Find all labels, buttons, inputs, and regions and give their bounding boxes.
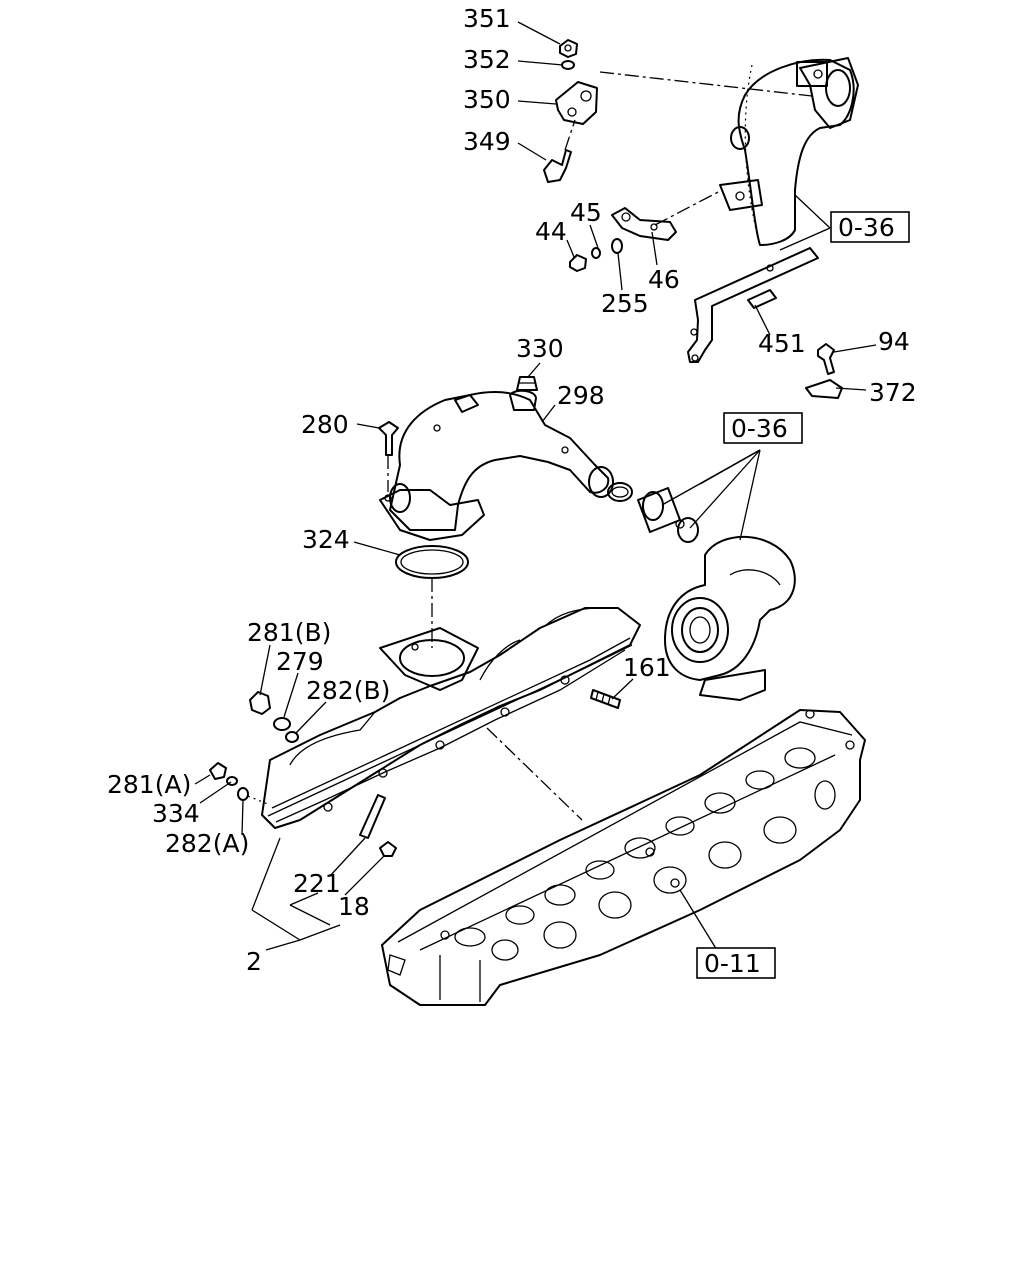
- label-352: 352: [463, 45, 511, 74]
- label-2: 2: [246, 947, 262, 976]
- hose-clamp-left: [607, 482, 633, 502]
- nut-351: [559, 39, 578, 58]
- label-44: 44: [535, 217, 567, 246]
- reference-label-0-36-top: 0-36: [838, 213, 895, 242]
- label-282b: 282(B): [306, 676, 390, 705]
- reference-box-0-36-middle: 0-36: [723, 412, 803, 444]
- label-280: 280: [301, 410, 349, 439]
- hose-connector: [637, 487, 681, 533]
- strip-221: [359, 794, 386, 839]
- stud-161: [590, 689, 621, 709]
- reference-box-0-36-top: 0-36: [830, 211, 910, 243]
- washer-334: [226, 776, 238, 786]
- pin-451: [747, 289, 777, 309]
- label-298: 298: [557, 381, 605, 410]
- reference-label-0-36-middle: 0-36: [731, 414, 788, 443]
- label-324: 324: [302, 525, 350, 554]
- clip-372: [805, 379, 843, 399]
- cylinder-head: [381, 709, 866, 1006]
- leader-lines: [194, 21, 877, 956]
- washer-352: [561, 60, 575, 70]
- support-bracket: [687, 247, 819, 363]
- exhaust-manifold: [261, 607, 641, 829]
- label-330: 330: [516, 334, 564, 363]
- leader-46-to-pipe: [654, 189, 723, 226]
- label-351: 351: [463, 4, 511, 33]
- washer-255: [611, 238, 623, 254]
- leader-349-to-350: [564, 119, 576, 151]
- label-349: 349: [463, 127, 511, 156]
- leader-manifold-to-head: [486, 727, 583, 821]
- label-282a: 282(A): [165, 829, 249, 858]
- label-350: 350: [463, 85, 511, 114]
- label-221: 221: [293, 869, 341, 898]
- bolt-94: [817, 343, 835, 375]
- nut-281a: [209, 762, 227, 780]
- washer-279: [273, 717, 291, 731]
- bracket-46: [611, 207, 677, 241]
- bolt-18: [379, 841, 397, 857]
- exhaust-elbow-pipe: [719, 57, 859, 246]
- label-255: 255: [601, 289, 649, 318]
- washer-282a: [237, 787, 249, 801]
- label-451: 451: [758, 329, 806, 358]
- nut-44: [569, 254, 587, 272]
- pipe-298: [379, 389, 614, 541]
- leader-350-to-flange: [599, 71, 813, 97]
- bracket-350: [555, 81, 598, 125]
- nut-281b: [249, 691, 271, 715]
- label-334: 334: [152, 799, 200, 828]
- label-372: 372: [869, 378, 917, 407]
- washer-282b: [285, 731, 299, 743]
- gasket-324: [395, 545, 469, 579]
- label-18: 18: [338, 892, 370, 921]
- label-279: 279: [276, 647, 324, 676]
- bolt-349: [543, 149, 572, 183]
- label-281b: 281(B): [247, 618, 331, 647]
- label-94: 94: [878, 327, 910, 356]
- washer-45: [591, 247, 601, 259]
- label-281a: 281(A): [107, 770, 191, 799]
- label-45: 45: [570, 198, 602, 227]
- label-46: 46: [648, 265, 680, 294]
- reference-box-0-11: 0-11: [696, 947, 776, 979]
- part-labels: 351 352 350 349 45 44 46 255 451 94 372 …: [107, 4, 917, 976]
- plug-330: [516, 376, 538, 391]
- bolt-280: [378, 421, 399, 456]
- label-161: 161: [623, 653, 671, 682]
- turbocharger: [664, 535, 796, 701]
- hose-clamp-right: [675, 517, 699, 543]
- reference-label-0-11: 0-11: [704, 949, 761, 978]
